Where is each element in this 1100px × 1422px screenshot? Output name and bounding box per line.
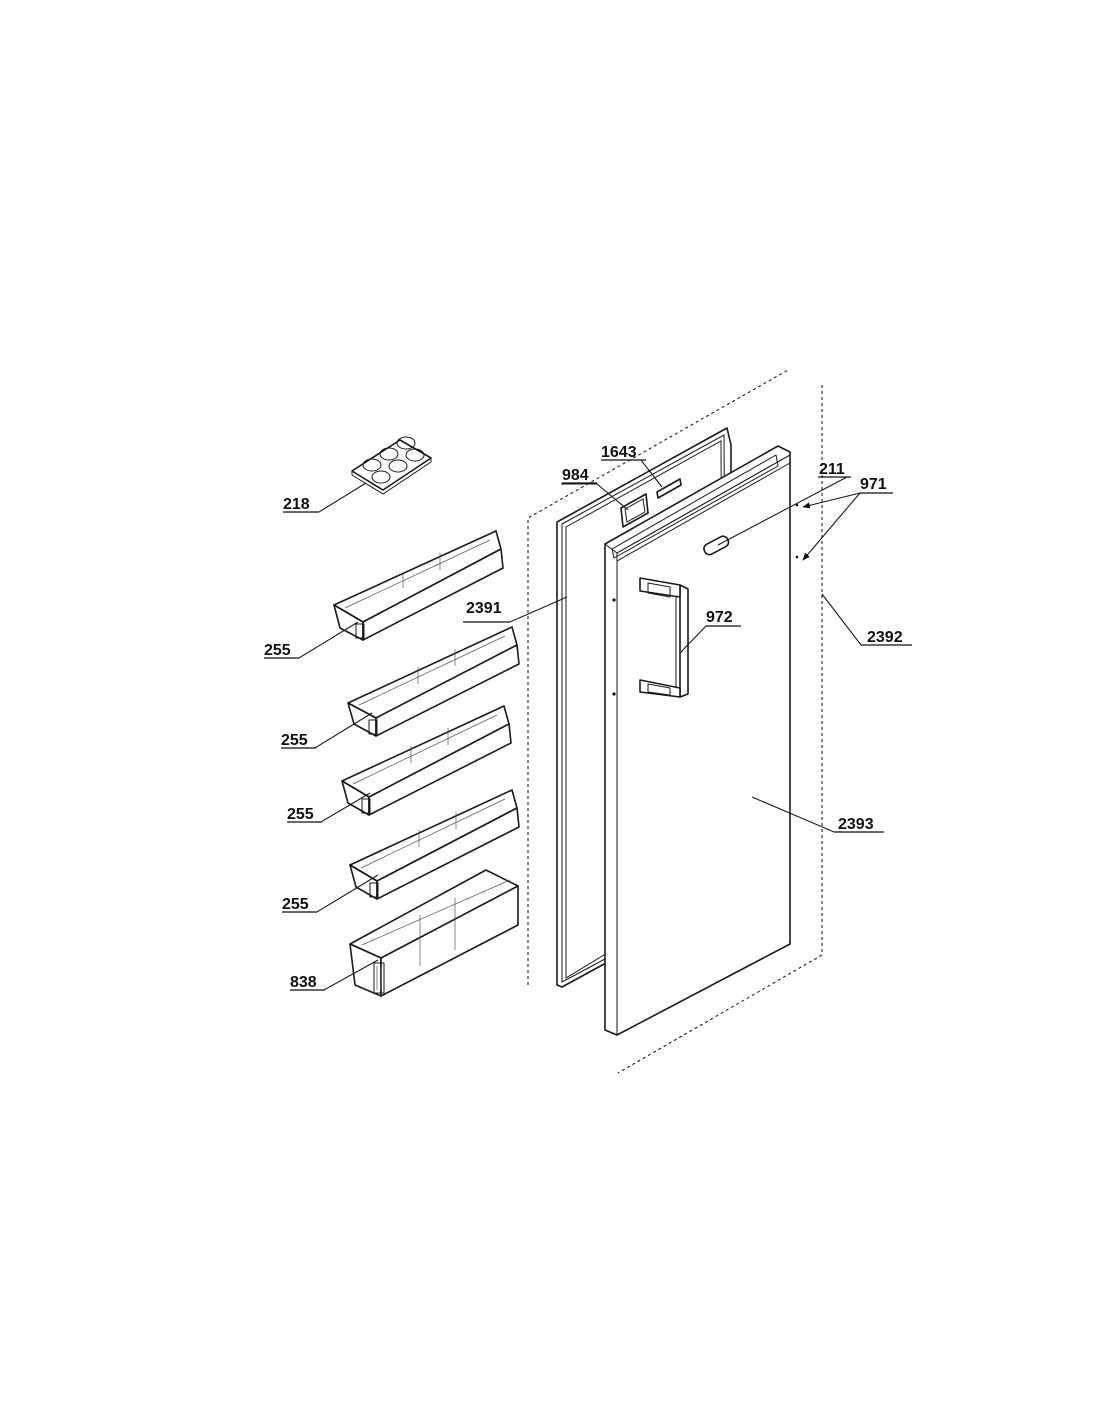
- door-shelf-2: [347, 626, 520, 737]
- display-part: [656, 478, 682, 499]
- label-255-4: 255: [282, 896, 309, 913]
- label-211: 211: [819, 461, 845, 478]
- label-838: 838: [290, 974, 317, 991]
- assembly-dashed-outline: [527, 369, 823, 1074]
- display-cover: [620, 493, 649, 528]
- label-255-1: 255: [264, 642, 291, 659]
- label-984: 984: [562, 467, 589, 484]
- label-971: 971: [860, 476, 887, 493]
- label-2391: 2391: [466, 600, 502, 617]
- bottle-shelf: [349, 869, 519, 997]
- label-2393: 2393: [838, 816, 874, 833]
- door-handle: [639, 577, 689, 698]
- label-255-2: 255: [281, 732, 308, 749]
- label-972: 972: [706, 609, 733, 626]
- egg-tray: [351, 436, 432, 495]
- part-labels: 218 255 255 255 255 838 984 1643 2391 21…: [264, 444, 912, 991]
- door-shelf-4: [349, 789, 520, 900]
- door-panel: [604, 445, 799, 1036]
- label-218: 218: [283, 496, 310, 513]
- door-shelf-3: [341, 705, 512, 816]
- label-1643: 1643: [601, 444, 637, 461]
- label-2392: 2392: [867, 629, 903, 646]
- label-255-3: 255: [287, 806, 314, 823]
- door-shelf-1: [333, 530, 504, 641]
